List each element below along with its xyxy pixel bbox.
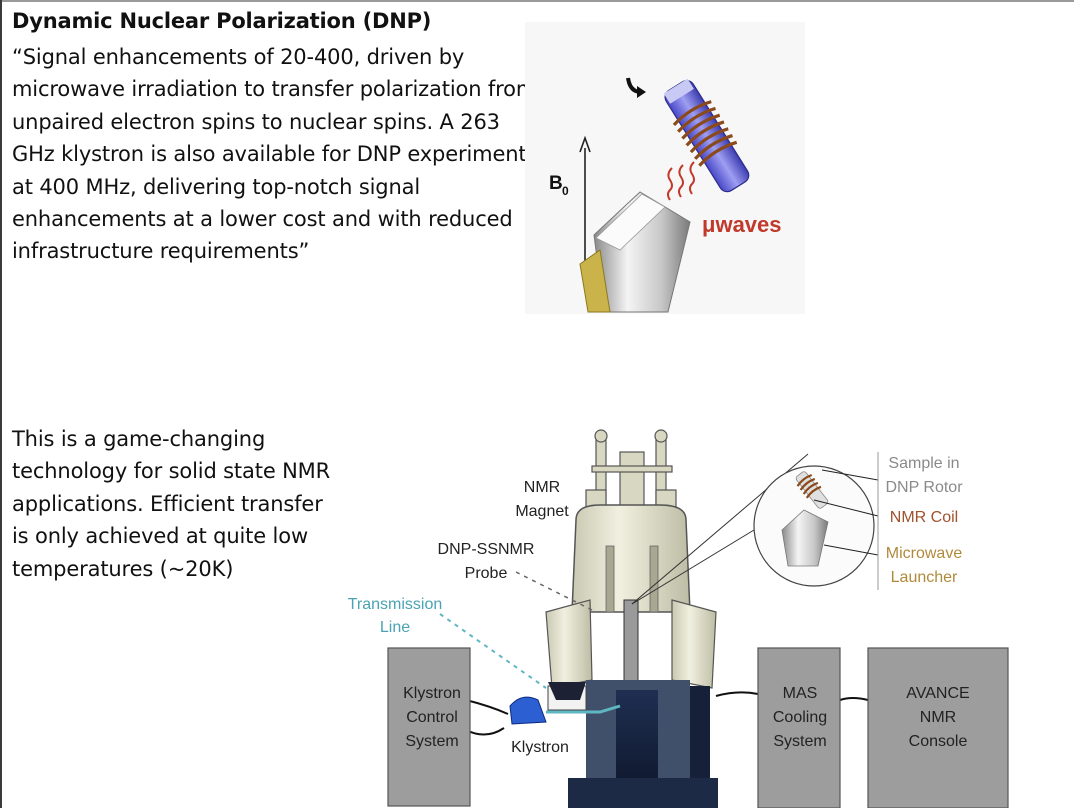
dewar-slot xyxy=(649,545,659,613)
sample-rotor-label: DNP Rotor xyxy=(885,479,963,496)
mas-cooling-label: MAS xyxy=(783,685,818,702)
console-cable xyxy=(839,697,869,701)
klystron-control-label: Klystron xyxy=(403,685,461,702)
b0-subscript: 0 xyxy=(562,184,569,198)
nmr-magnet-label: NMR xyxy=(524,479,560,496)
avance-console-label: AVANCE xyxy=(906,685,969,702)
klystron-control-box xyxy=(387,647,471,807)
transmission-line-leader xyxy=(439,613,547,689)
launcher-pointer xyxy=(823,544,879,556)
microwave-squiggles xyxy=(667,161,695,201)
rotor-cap xyxy=(663,78,694,104)
klystron-cable xyxy=(465,727,505,736)
dnp-quote: “Signal enhancements of 20-400, driven b… xyxy=(12,45,538,264)
slide-left-border xyxy=(0,0,2,808)
probe-label: Probe xyxy=(465,565,508,582)
dnp-rotor-illustration: B 0 υ μwaves xyxy=(525,22,805,314)
rotor-with-coil xyxy=(663,78,750,193)
avance-console-label: Console xyxy=(909,733,968,750)
dewar-slot xyxy=(605,545,615,613)
nmr-coil-label: NMR Coil xyxy=(890,509,958,526)
microwave-launcher xyxy=(579,191,691,313)
magnet-leg xyxy=(671,599,717,689)
coil-winding xyxy=(672,100,738,167)
klystron-control-label: System xyxy=(405,733,458,750)
microwaves-label: μwaves xyxy=(702,212,782,237)
floor-plate xyxy=(568,778,718,808)
rotor-tube xyxy=(664,80,750,193)
transmission-line-label: Transmission xyxy=(348,596,443,613)
klystron-unit xyxy=(509,696,547,725)
magnet-leg xyxy=(545,599,593,689)
magnet-dewar xyxy=(571,504,691,613)
b0-arrowhead xyxy=(579,135,591,153)
sample-pointer xyxy=(821,469,879,481)
b0-label: B xyxy=(549,173,563,194)
avance-console-label: NMR xyxy=(920,709,956,726)
sample-rotor-label: Sample in xyxy=(888,455,959,472)
transmission-line-pipe xyxy=(546,704,621,714)
klystron-control-label: Control xyxy=(406,709,458,726)
magnet-pillar xyxy=(690,686,710,808)
microwave-launcher-label: Launcher xyxy=(891,569,958,586)
mas-cable xyxy=(715,691,759,697)
probe-head xyxy=(548,682,586,700)
zoom-launcher xyxy=(781,509,829,567)
coil-pointer xyxy=(813,499,879,517)
spin-symbol: υ xyxy=(633,89,634,91)
probe-label: DNP-SSNMR xyxy=(438,541,535,558)
nmr-magnet-label: Magnet xyxy=(515,503,569,520)
microwave-launcher-label: Microwave xyxy=(886,545,963,562)
zoom-line xyxy=(631,529,755,605)
slide-top-border xyxy=(0,0,1074,2)
mas-cooling-label: Cooling xyxy=(773,709,827,726)
mas-cooling-label: System xyxy=(773,733,826,750)
transmission-line-label: Line xyxy=(380,619,410,636)
zoom-rotor xyxy=(795,471,829,509)
klystron-cable xyxy=(465,699,509,715)
slide-title: Dynamic Nuclear Polarization (DNP) xyxy=(12,9,432,33)
spin-arrowhead xyxy=(637,86,646,98)
mas-cooling-box xyxy=(757,647,841,808)
avance-console-box xyxy=(867,647,1009,808)
dnp-spectrometer-schematic: NMR Magnet DNP-SSNMR Probe Klystron Cont… xyxy=(348,429,1009,808)
klystron-label: Klystron xyxy=(511,739,569,756)
technology-note: This is a game-changing technology for s… xyxy=(12,427,331,581)
